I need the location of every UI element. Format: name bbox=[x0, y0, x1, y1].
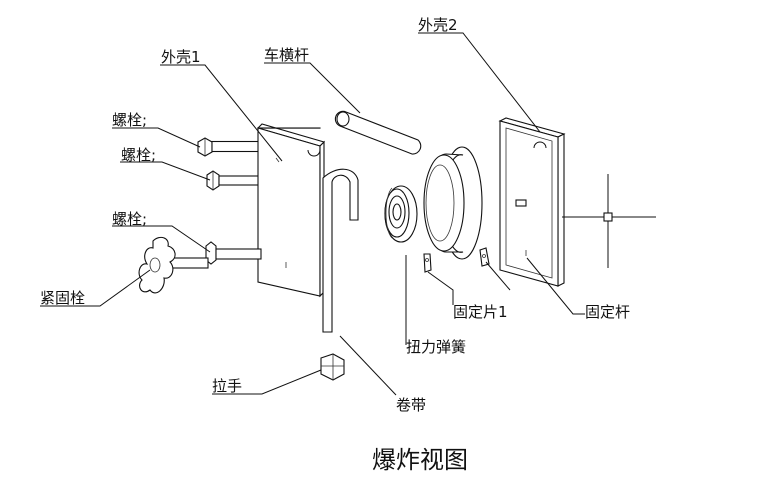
fixing-piece-right bbox=[479, 247, 490, 267]
tape-part bbox=[322, 168, 359, 333]
label-bolt-lower: 螺栓; bbox=[112, 210, 147, 228]
leader-lines bbox=[40, 32, 585, 396]
shell-1-part bbox=[256, 123, 326, 298]
label-crossbar: 车横杆 bbox=[264, 46, 309, 64]
bolt-upper bbox=[197, 137, 261, 157]
label-bolt-upper: 螺栓; bbox=[112, 111, 147, 129]
label-torsion-spring: 扭力弹簧 bbox=[406, 338, 466, 356]
label-tightening-knob: 紧固栓 bbox=[40, 289, 85, 307]
crosshair-mark bbox=[562, 174, 656, 268]
label-bolt-middle: 螺栓; bbox=[121, 146, 156, 164]
bolt-middle bbox=[206, 170, 265, 191]
label-shell-2: 外壳2 bbox=[418, 16, 458, 34]
label-fixing-piece: 固定片1 bbox=[453, 303, 508, 321]
bolt-lower bbox=[205, 241, 262, 265]
shell-2-part bbox=[498, 117, 566, 287]
pull-handle-part bbox=[320, 353, 345, 381]
torsion-spring-part bbox=[384, 185, 418, 243]
label-tape: 卷带 bbox=[396, 396, 426, 414]
spool-part bbox=[423, 146, 483, 260]
diagram-title: 爆炸视图 bbox=[372, 446, 468, 474]
label-pull-handle: 拉手 bbox=[212, 377, 242, 395]
tightening-knob-part bbox=[138, 236, 209, 294]
label-shell-1: 外壳1 bbox=[161, 48, 201, 66]
crossbar-part bbox=[334, 110, 422, 155]
fixing-piece-left bbox=[423, 253, 432, 273]
label-fixing-rod: 固定杆 bbox=[585, 303, 630, 321]
